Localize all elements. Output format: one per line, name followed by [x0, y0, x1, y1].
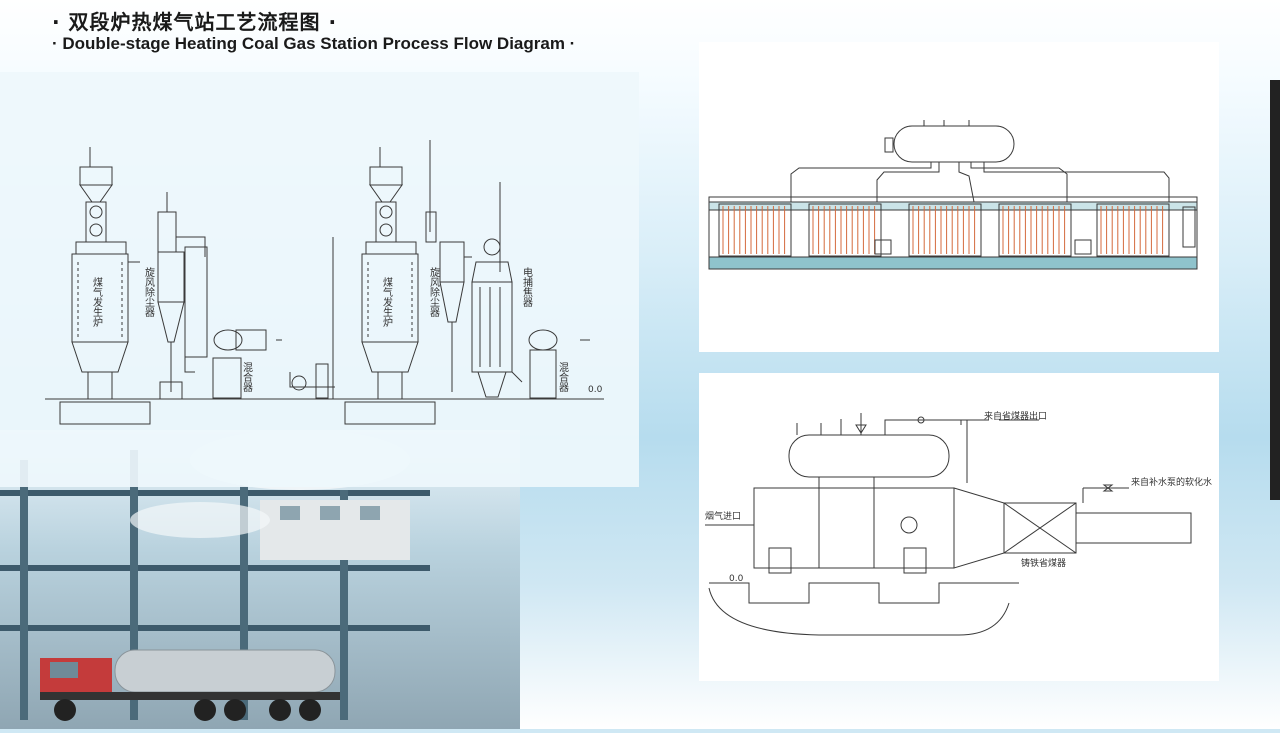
tube-bank-4: [998, 203, 1072, 257]
page-title-english: · Double-stage Heating Coal Gas Station …: [52, 34, 576, 53]
flue-inlet-label: 烟气进口: [705, 510, 741, 522]
tube-bank-2: [808, 203, 882, 257]
precipitator-label: 电捕焦器: [521, 266, 533, 308]
gasifier-2: [361, 147, 419, 400]
process-flow-panel: 煤气发生炉 旋风除尘器 混合器: [0, 72, 639, 487]
gasifier-1-label: 煤气发生炉: [91, 276, 103, 328]
duct-floor: [708, 256, 1198, 270]
ground-outline: [708, 587, 1010, 636]
elevation-label-2: 0.0: [729, 574, 744, 584]
cyclone-2: [425, 140, 472, 392]
drum: [788, 434, 950, 478]
flue-gas-duct: [753, 487, 955, 569]
mixer-1-label: 混合器: [241, 362, 253, 393]
economizer-label: 铸铁省煤器: [1021, 557, 1066, 569]
right-edge-bar: [1270, 80, 1280, 500]
cyclone-1-label: 旋风除尘器: [143, 266, 155, 318]
mixer-1: [184, 246, 282, 399]
electric-precipitator: [471, 182, 523, 398]
tube-bank-1: [718, 203, 792, 257]
tube-bank-3: [908, 203, 982, 257]
page-title-chinese: · 双段炉热煤气站工艺流程图 ·: [52, 10, 338, 34]
hopper-2: [1074, 239, 1092, 255]
mixer-2: [528, 329, 590, 399]
tube-heat-exchanger-diagram: [708, 120, 1198, 270]
gasifier-1: [71, 147, 140, 400]
cyclone-1: [157, 192, 206, 400]
duct-end: [1182, 206, 1196, 248]
tube-bank-5: [1096, 203, 1170, 257]
steam-drum: [893, 125, 1015, 163]
tube-banks: [718, 203, 1170, 257]
softened-water-label: 来自补水泵的软化水: [1131, 476, 1212, 488]
economizer-outlet-label: 来自省煤器出口: [984, 410, 1047, 422]
foundation-2: [344, 401, 436, 425]
mixer-2-label: 混合器: [557, 362, 569, 393]
process-flow-diagram: 煤气发生炉 旋风除尘器 混合器: [45, 140, 604, 425]
hopper-1: [874, 239, 892, 255]
gasifier-2-label: 煤气发生炉: [381, 276, 393, 328]
economizer-panel: 来自省煤器出口 来自补水泵的软化水 烟气进口 铸铁省煤器 0.0: [699, 373, 1219, 681]
cyclone-2-label: 旋风除尘器: [428, 266, 440, 318]
tube-heat-exchanger-panel: [699, 42, 1219, 352]
valve-icon: [1102, 484, 1114, 492]
connecting-pipe: [289, 237, 335, 399]
economizer-diagram: 来自省煤器出口 来自补水泵的软化水 烟气进口 铸铁省煤器 0.0: [705, 410, 1212, 636]
foundation-1: [59, 401, 151, 425]
elevation-label: 0.0: [588, 385, 603, 395]
